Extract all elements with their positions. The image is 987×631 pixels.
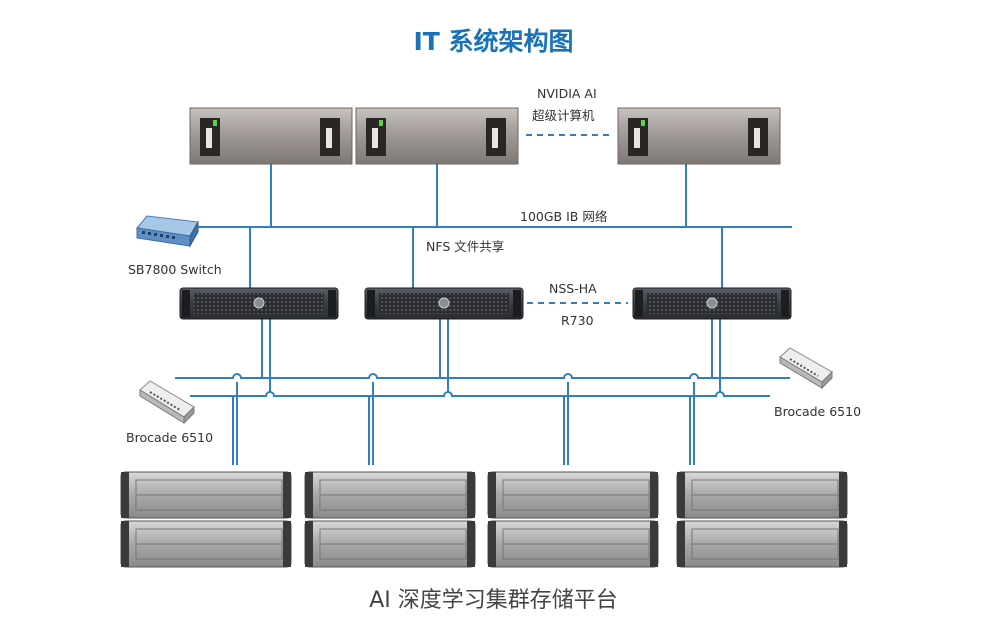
storage-array-1b	[120, 520, 292, 568]
ai-server-2	[355, 107, 519, 165]
network-switch-icon	[136, 215, 199, 248]
r730-label: R730	[561, 313, 594, 328]
storage-array-3b	[487, 520, 659, 568]
ib-network-label: 100GB IB 网络	[520, 209, 608, 224]
nvidia-label-line2: 超级计算机	[532, 108, 595, 123]
san-bus-a	[175, 373, 790, 379]
nas-server-3	[632, 287, 792, 320]
fc-switch-left-icon	[139, 380, 195, 425]
page-title: IT 系统架构图	[413, 27, 574, 56]
storage-array-2b	[304, 520, 476, 568]
diagram-caption: AI 深度学习集群存储平台	[369, 588, 618, 613]
ai-server-3	[617, 107, 781, 165]
switch-label: SB7800 Switch	[128, 262, 222, 277]
nfs-label: NFS 文件共享	[426, 239, 505, 254]
storage-array-4b	[676, 520, 848, 568]
fc-switch-right-icon	[779, 347, 833, 390]
brocade-right-label: Brocade 6510	[774, 404, 862, 419]
ai-server-1	[189, 107, 353, 165]
storage-array-4a	[676, 471, 848, 519]
storage-array-3a	[487, 471, 659, 519]
nss-ha-label: NSS-HA	[549, 281, 597, 296]
san-bus-b	[190, 391, 770, 397]
nas-server-1	[179, 287, 339, 320]
nvidia-label-line1: NVIDIA AI	[537, 86, 597, 101]
storage-array-group	[120, 471, 848, 568]
brocade-left-label: Brocade 6510	[126, 430, 214, 445]
nas-server-2	[364, 287, 524, 320]
storage-array-2a	[304, 471, 476, 519]
connection-lines	[175, 164, 792, 465]
storage-array-1a	[120, 471, 292, 519]
